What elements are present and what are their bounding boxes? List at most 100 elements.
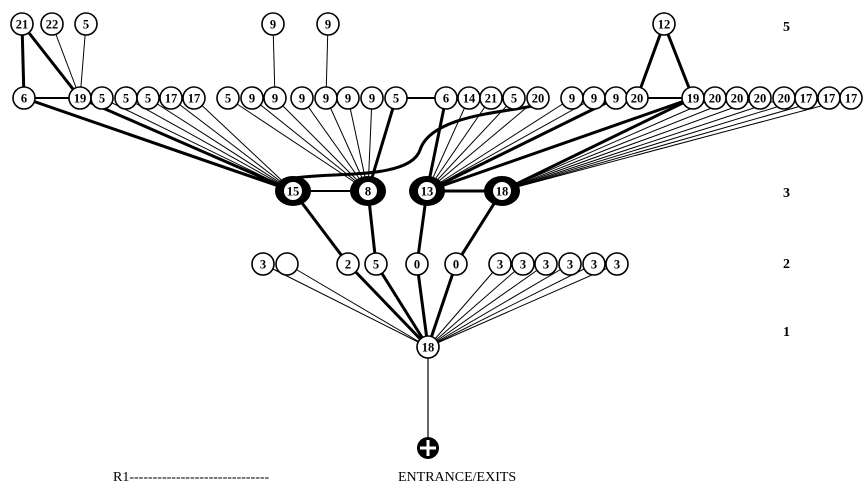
graph-edge	[426, 97, 539, 192]
hub-node-level3: 8	[350, 176, 386, 206]
graph-edge	[425, 96, 695, 193]
node-level4: 20	[703, 86, 727, 110]
node-label: 19	[74, 92, 87, 106]
graph-edge	[427, 263, 547, 348]
node-level2: 0	[444, 252, 468, 276]
graph-edge	[22, 96, 295, 193]
node-label: 9	[299, 92, 305, 106]
node-level4: 17	[817, 86, 841, 110]
hub-node-level3: 13	[409, 176, 445, 206]
node-label: 9	[249, 92, 255, 106]
node-level4: 20	[748, 86, 772, 110]
graph-edge	[501, 97, 830, 192]
node-label: 21	[485, 92, 498, 106]
graph-edge	[325, 23, 329, 99]
node-level4: 9	[360, 86, 384, 110]
graph-edge	[367, 97, 373, 192]
node-level4: 9	[240, 86, 264, 110]
node-label: 3	[260, 258, 266, 272]
node-level4: 5	[216, 86, 240, 110]
node-level2: 3	[582, 252, 606, 276]
node-level4: 9	[560, 86, 584, 110]
node-label: 5	[123, 92, 129, 106]
graph-edge	[20, 22, 82, 100]
node-label: 20	[532, 92, 545, 106]
node-level4: 17	[182, 86, 206, 110]
node-label: 19	[687, 92, 700, 106]
node-label: 9	[613, 92, 619, 106]
level-label-5: 5	[783, 20, 790, 35]
graph-edge	[662, 22, 695, 100]
hub-node-level3: 15	[275, 176, 311, 206]
node-label: 3	[614, 258, 620, 272]
node-label: 9	[591, 92, 597, 106]
node-label: 22	[46, 18, 59, 32]
node-level4: 17	[839, 86, 863, 110]
graph-edge	[346, 262, 430, 349]
node-level4: 6	[434, 86, 458, 110]
graph-edge	[374, 262, 430, 349]
node-level2: 3	[251, 252, 275, 276]
graph-edge	[501, 97, 807, 192]
node-label: 3	[520, 258, 526, 272]
node-label: 2	[345, 258, 351, 272]
node-level4: 9	[582, 86, 606, 110]
graph-edge	[147, 97, 294, 192]
graph-edge	[125, 97, 294, 192]
node-label: 5	[99, 92, 105, 106]
node-label: 9	[272, 92, 278, 106]
node-level5: 21	[10, 12, 34, 36]
node-label: 17	[188, 92, 201, 106]
node-label: 5	[225, 92, 231, 106]
graph-edge	[425, 96, 448, 193]
graph-edge	[170, 97, 294, 192]
node-level4: 20	[526, 86, 550, 110]
graph-edge	[101, 97, 294, 192]
node-label: 0	[453, 258, 459, 272]
node-level5: 22	[40, 12, 64, 36]
node-level4: 5	[90, 86, 114, 110]
node-level2: 3	[605, 252, 629, 276]
graph-edge	[427, 263, 618, 348]
node-level5: 5	[74, 12, 98, 36]
graph-edge	[427, 263, 595, 348]
node-level4: 9	[290, 86, 314, 110]
node-level5: 12	[652, 12, 676, 36]
node-level4: 21	[479, 86, 503, 110]
node-label: 13	[421, 185, 434, 199]
node-label: 9	[345, 92, 351, 106]
graph-edge	[301, 97, 369, 192]
node-label: 9	[569, 92, 575, 106]
graph-edge	[78, 96, 295, 193]
graph-edge	[366, 96, 398, 193]
graph-edge	[294, 102, 541, 180]
node-label: 5	[83, 18, 89, 32]
node-label: 20	[778, 92, 791, 106]
node-label: 5	[373, 258, 379, 272]
node-label: 3	[543, 258, 549, 272]
node-level4: 20	[772, 86, 796, 110]
node-level2: 0	[405, 252, 429, 276]
node-level4: 9	[604, 86, 628, 110]
node-label: 20	[731, 92, 744, 106]
node-label: 14	[463, 92, 476, 106]
graph-edge	[426, 97, 595, 192]
node-label: 20	[754, 92, 767, 106]
node-label: 8	[365, 185, 371, 199]
node-label: 9	[369, 92, 375, 106]
node-label: 5	[393, 92, 399, 106]
node-level4: 9	[314, 86, 338, 110]
node-label: 15	[287, 185, 300, 199]
node-label: 6	[21, 92, 27, 106]
hub-node-level3: 18	[484, 176, 520, 206]
graph-edge	[426, 97, 573, 192]
graph-edge	[426, 97, 492, 192]
graph-edge	[635, 22, 666, 100]
circled-plus-icon	[417, 437, 439, 459]
graph-edge	[427, 263, 524, 348]
node-level2	[275, 252, 299, 276]
node-level4: 17	[794, 86, 818, 110]
graph-edge	[325, 97, 369, 192]
graph-edge	[426, 97, 470, 192]
node-label: 17	[800, 92, 813, 106]
